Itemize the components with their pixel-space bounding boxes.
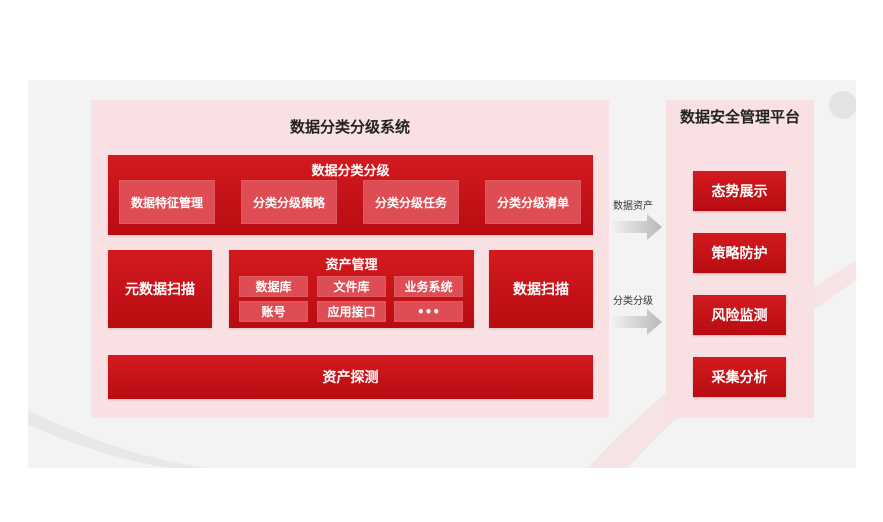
metadata-scan-block[interactable]: 元数据扫描 (108, 250, 212, 328)
policy-protection-button[interactable]: 策略防护 (693, 233, 786, 273)
classification-system-panel: 数据分类分级系统 数据分类分级 数据特征管理 分类分级策略 分类分级任务 分类分… (91, 100, 609, 418)
classification-arrow-icon (611, 309, 662, 335)
data-asset-arrow-icon (611, 214, 662, 240)
risk-monitoring-button[interactable]: 风险监测 (693, 295, 786, 335)
security-platform-title: 数据安全管理平台 (679, 108, 800, 126)
classification-system-title: 数据分类分级系统 (289, 118, 410, 136)
data-classification-block: 数据分类分级 数据特征管理 分类分级策略 分类分级任务 分类分级清单 (108, 155, 593, 235)
asset-detection-block[interactable]: 资产探测 (108, 355, 593, 399)
business-system-button[interactable]: 业务系统 (394, 276, 463, 297)
data-asset-arrow-label: 数据资产 (613, 201, 653, 212)
account-button[interactable]: 账号 (239, 301, 308, 322)
classification-task-button[interactable]: 分类分级任务 (363, 180, 459, 224)
situation-display-button[interactable]: 态势展示 (693, 171, 786, 211)
classification-arrow-label: 分类分级 (613, 296, 653, 307)
data-scan-block[interactable]: 数据扫描 (489, 250, 593, 328)
security-platform-panel: 数据安全管理平台 态势展示 策略防护 风险监测 采集分析 (666, 100, 814, 418)
data-classification-title: 数据分类分级 (311, 164, 390, 179)
classification-strategy-button[interactable]: 分类分级策略 (241, 180, 337, 224)
classification-list-button[interactable]: 分类分级清单 (485, 180, 581, 224)
data-feature-management-button[interactable]: 数据特征管理 (119, 180, 215, 224)
more-button[interactable]: ••• (394, 301, 463, 322)
asset-management-title: 资产管理 (325, 258, 378, 273)
asset-management-block: 资产管理 数据库 文件库 业务系统 账号 应用接口 ••• (229, 250, 474, 328)
diagram-canvas: 数据分类分级系统 数据分类分级 数据特征管理 分类分级策略 分类分级任务 分类分… (28, 80, 856, 468)
file-library-button[interactable]: 文件库 (317, 276, 386, 297)
app-interface-button[interactable]: 应用接口 (317, 301, 386, 322)
collection-analysis-button[interactable]: 采集分析 (693, 357, 786, 397)
database-button[interactable]: 数据库 (239, 276, 308, 297)
